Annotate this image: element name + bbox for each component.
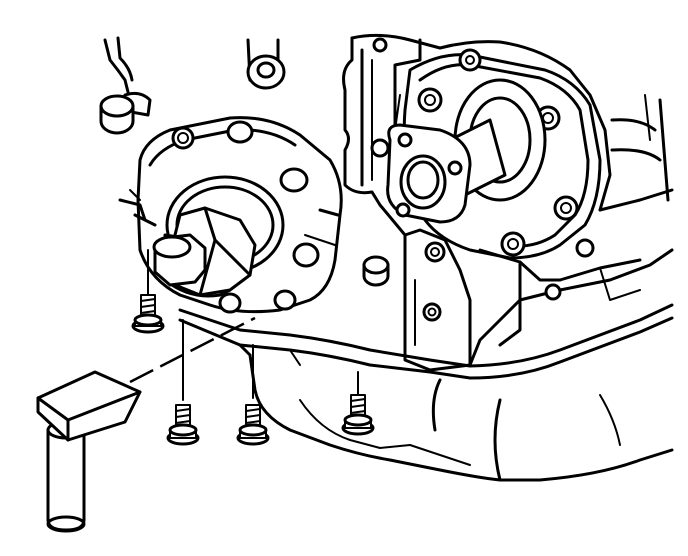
- alignment-tool: [36, 316, 256, 533]
- oil-pan: [178, 303, 674, 482]
- lower-block: [403, 228, 642, 367]
- bolt-1: [131, 249, 165, 334]
- bolt-3: [236, 344, 270, 446]
- engine-block: [342, 33, 674, 372]
- cam-housing: [370, 37, 602, 260]
- front-cover: [99, 36, 390, 314]
- bolt-2: [166, 319, 200, 446]
- bolt-4: [341, 371, 375, 436]
